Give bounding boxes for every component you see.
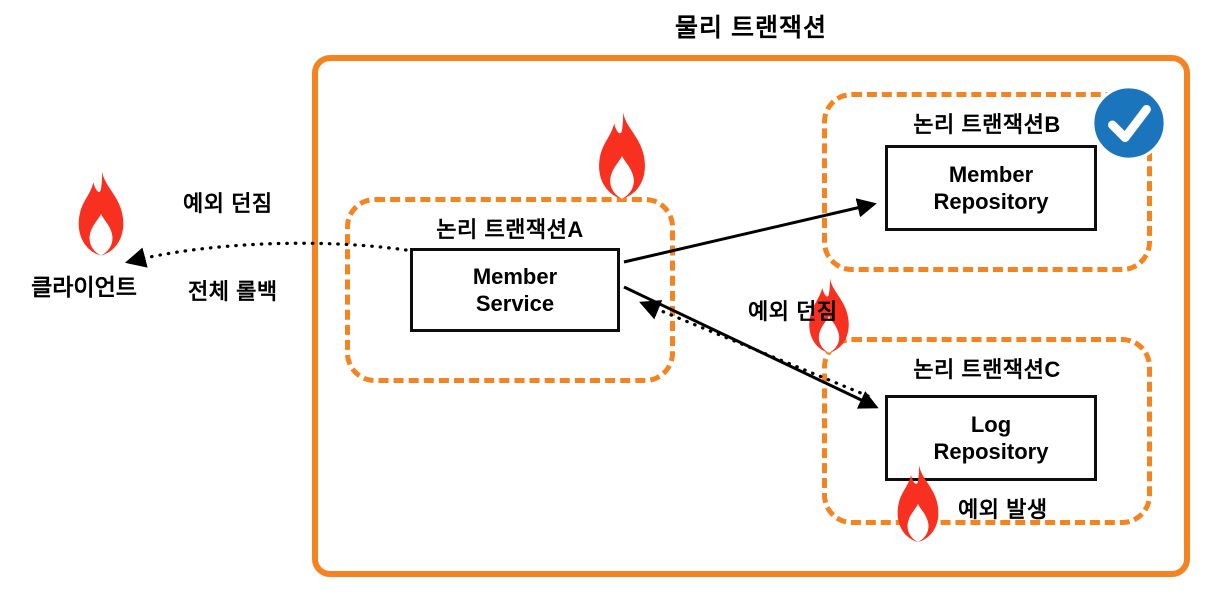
- member-repository-node: Member Repository: [885, 145, 1097, 231]
- flame-icon-log-exception: [897, 465, 939, 542]
- exception-occurred-label: 예외 발생: [958, 497, 1048, 522]
- checkmark-icon: [1091, 85, 1167, 161]
- logical-transaction-c-zone: 논리 트랜잭션C: [822, 337, 1152, 525]
- flame-icon-transaction-a: [599, 112, 645, 199]
- log-repository-node: Log Repository: [885, 395, 1097, 481]
- logical-transaction-b-title: 논리 트랜잭션B: [913, 112, 1061, 137]
- member-service-node: Member Service: [410, 248, 620, 332]
- physical-transaction-boundary: [312, 55, 1190, 577]
- client-label: 클라이언트: [31, 274, 137, 300]
- exception-throw-mid-label: 예외 던짐: [748, 299, 838, 324]
- full-rollback-label: 전체 롤백: [188, 279, 278, 304]
- exception-throw-left-label: 예외 던짐: [183, 191, 273, 216]
- logical-transaction-a-title: 논리 트랜잭션A: [436, 217, 584, 242]
- logical-transaction-b-zone: 논리 트랜잭션B: [822, 92, 1152, 272]
- diagram-title: 물리 트랜잭션: [675, 14, 827, 42]
- flame-icon-transaction-c-corner: [809, 278, 849, 353]
- flame-icon-client: [78, 171, 124, 256]
- logical-transaction-c-title: 논리 트랜잭션C: [913, 357, 1061, 382]
